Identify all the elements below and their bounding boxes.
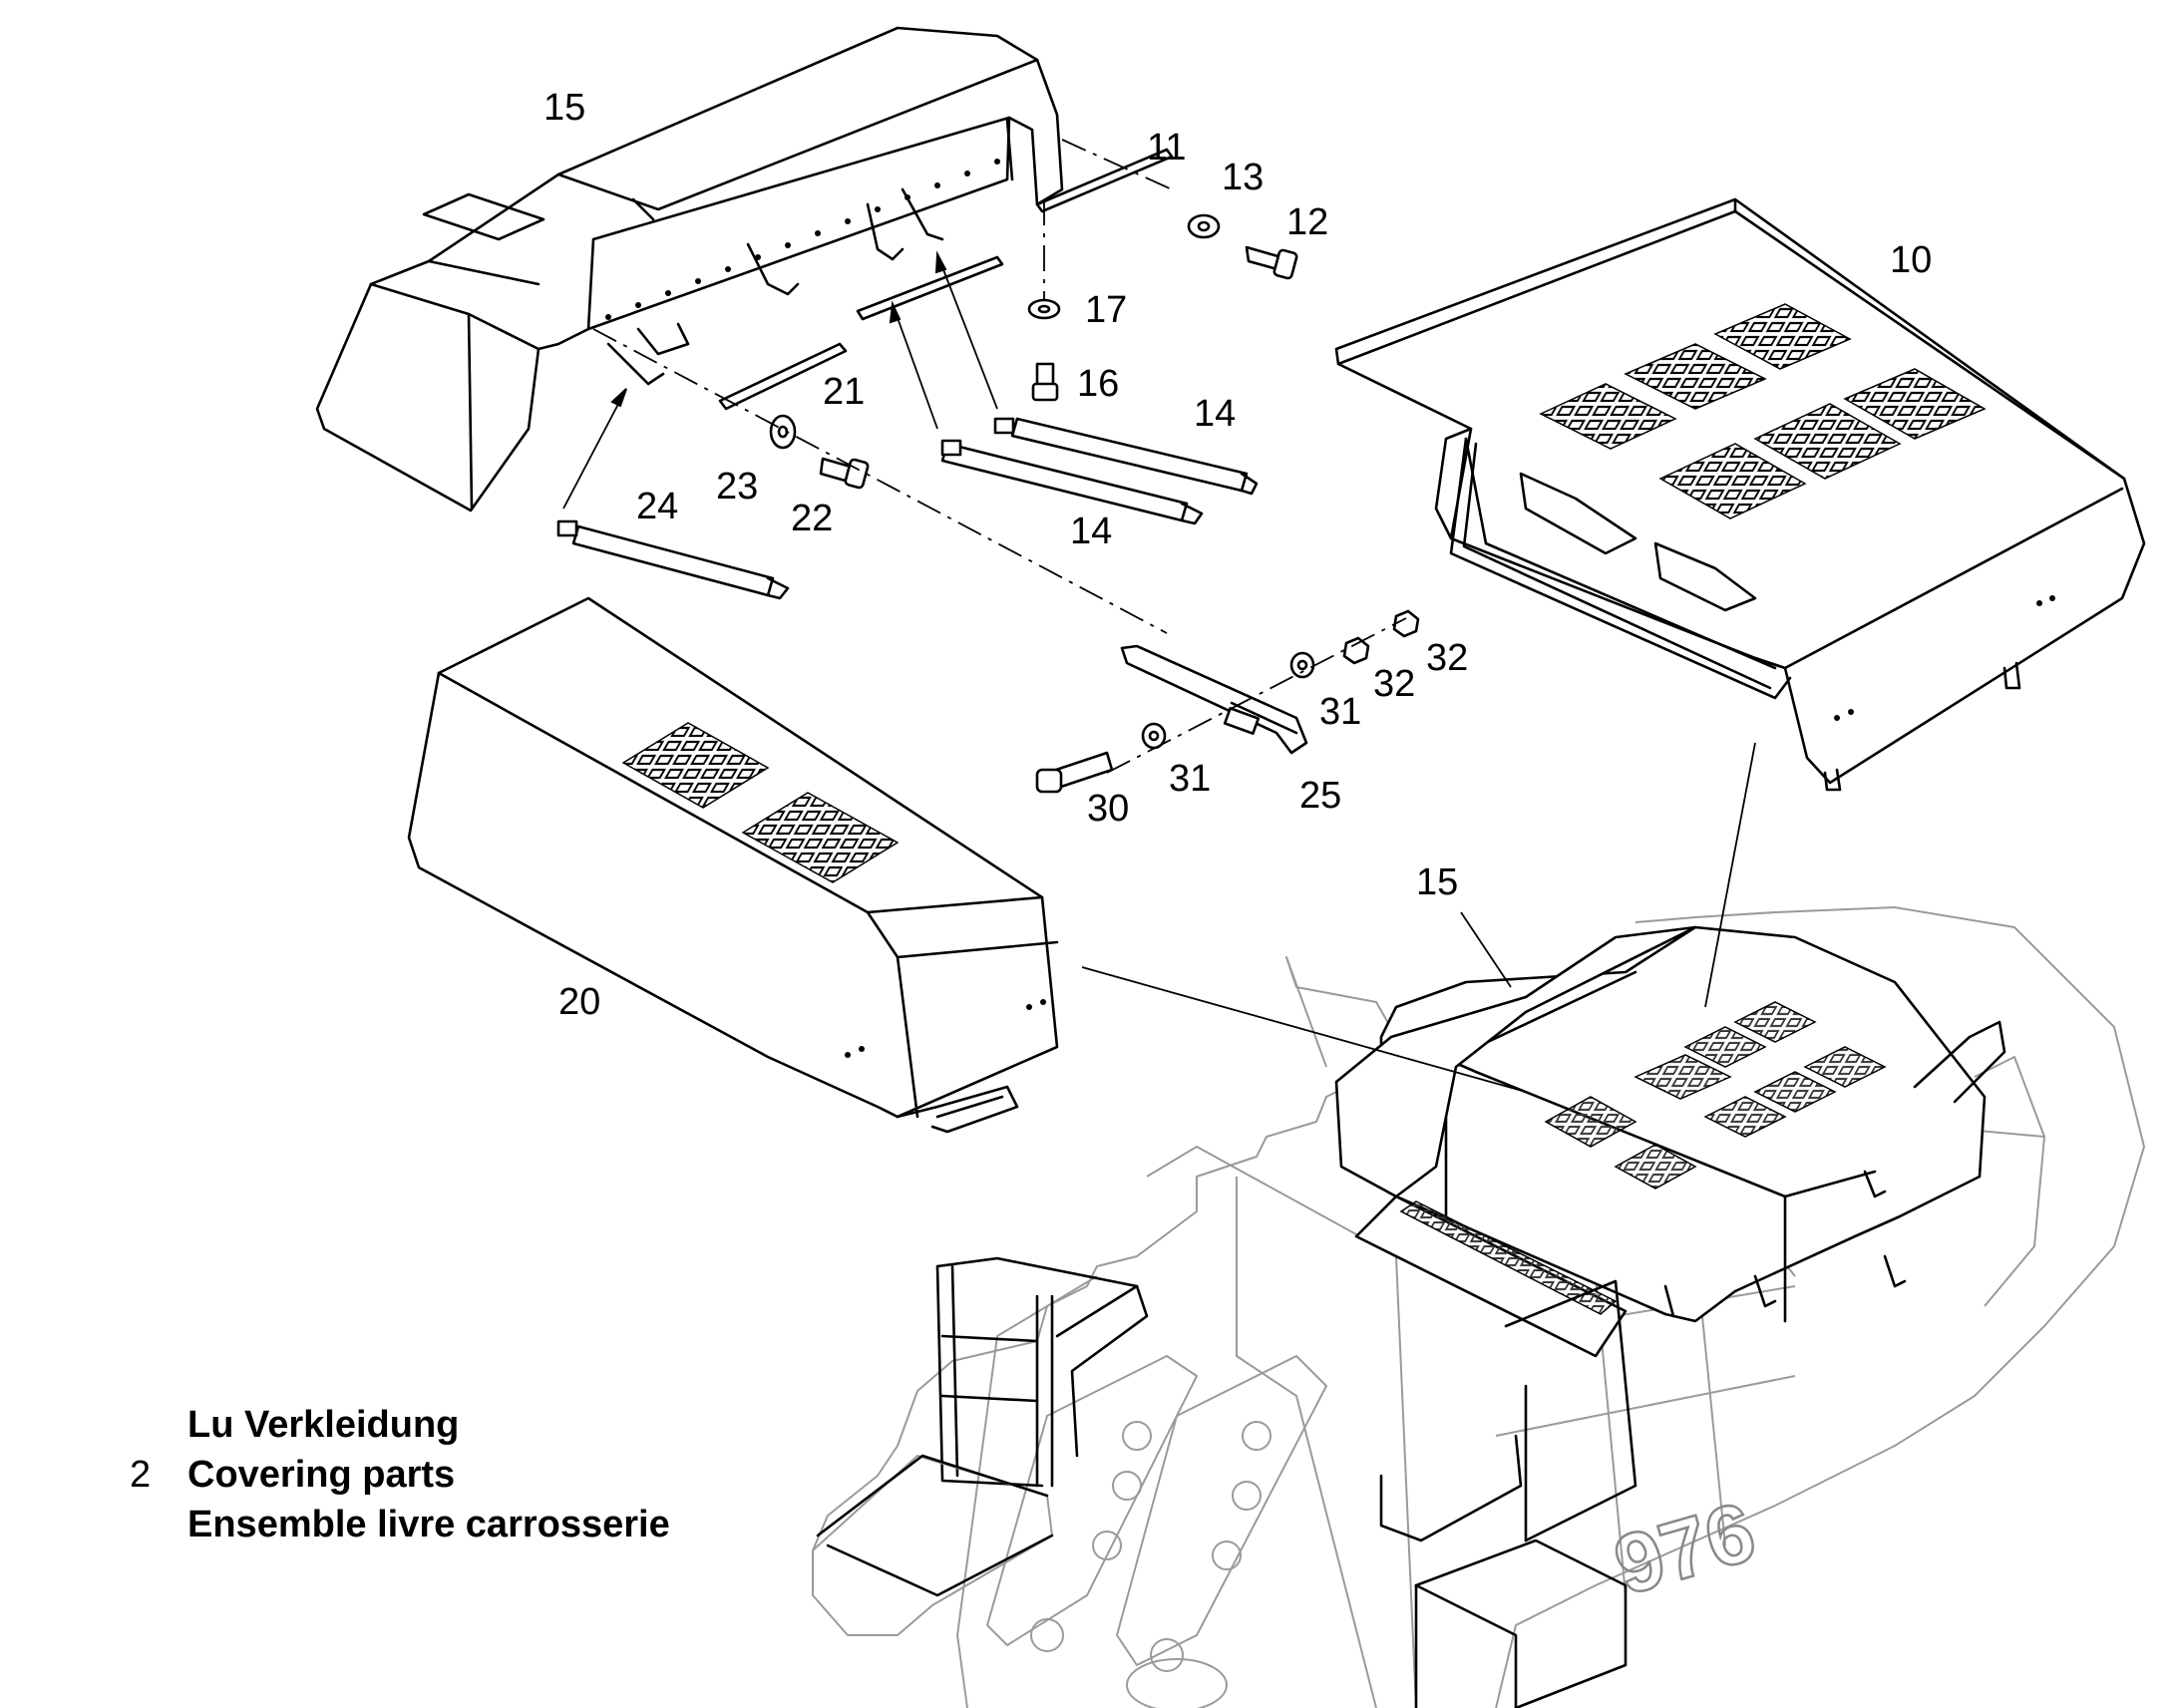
callout-15a: 15	[544, 87, 585, 129]
callout-32a: 32	[1426, 637, 1468, 679]
part-10-engine-cover	[1334, 197, 2146, 792]
leader-lines	[1081, 742, 1756, 1093]
callout-14b: 14	[1070, 511, 1112, 552]
callout-12: 12	[1286, 201, 1328, 243]
part-20-side-cover	[407, 596, 1059, 1134]
callout-15b: 15	[1416, 861, 1458, 903]
assembly-arrows	[562, 250, 998, 510]
caption-german: Lu Verkleidung	[187, 1404, 459, 1446]
callout-13: 13	[1222, 157, 1264, 198]
callout-10: 10	[1890, 239, 1932, 281]
callout-11: 11	[1147, 127, 1186, 169]
callout-labels: 15 11 13 12 10 17 16 21 14 14 24 23 22 3…	[544, 87, 1932, 1023]
callout-21: 21	[823, 371, 865, 413]
hardware-parts	[556, 148, 1420, 794]
figure-caption: Lu Verkleidung 2 Covering parts Ensemble…	[130, 1404, 670, 1545]
callout-31b: 31	[1169, 758, 1211, 800]
assembly-axes	[592, 139, 1407, 774]
machine-model-badge: 976	[1605, 1484, 1765, 1612]
callout-24: 24	[636, 486, 678, 527]
callout-17: 17	[1085, 289, 1127, 331]
callout-31a: 31	[1319, 691, 1361, 733]
callout-20: 20	[558, 981, 600, 1023]
callout-30: 30	[1087, 788, 1129, 830]
callout-23: 23	[716, 466, 758, 508]
part-15-side-hood	[315, 26, 1064, 512]
callout-32b: 32	[1373, 663, 1415, 705]
callout-14a: 14	[1194, 393, 1236, 435]
callout-16: 16	[1077, 363, 1119, 405]
callout-22: 22	[791, 498, 833, 539]
caption-french: Ensemble livre carrosserie	[187, 1504, 670, 1545]
caption-figure-number: 2	[130, 1454, 151, 1496]
caption-english: Covering parts	[187, 1454, 455, 1496]
callout-25: 25	[1299, 775, 1341, 817]
